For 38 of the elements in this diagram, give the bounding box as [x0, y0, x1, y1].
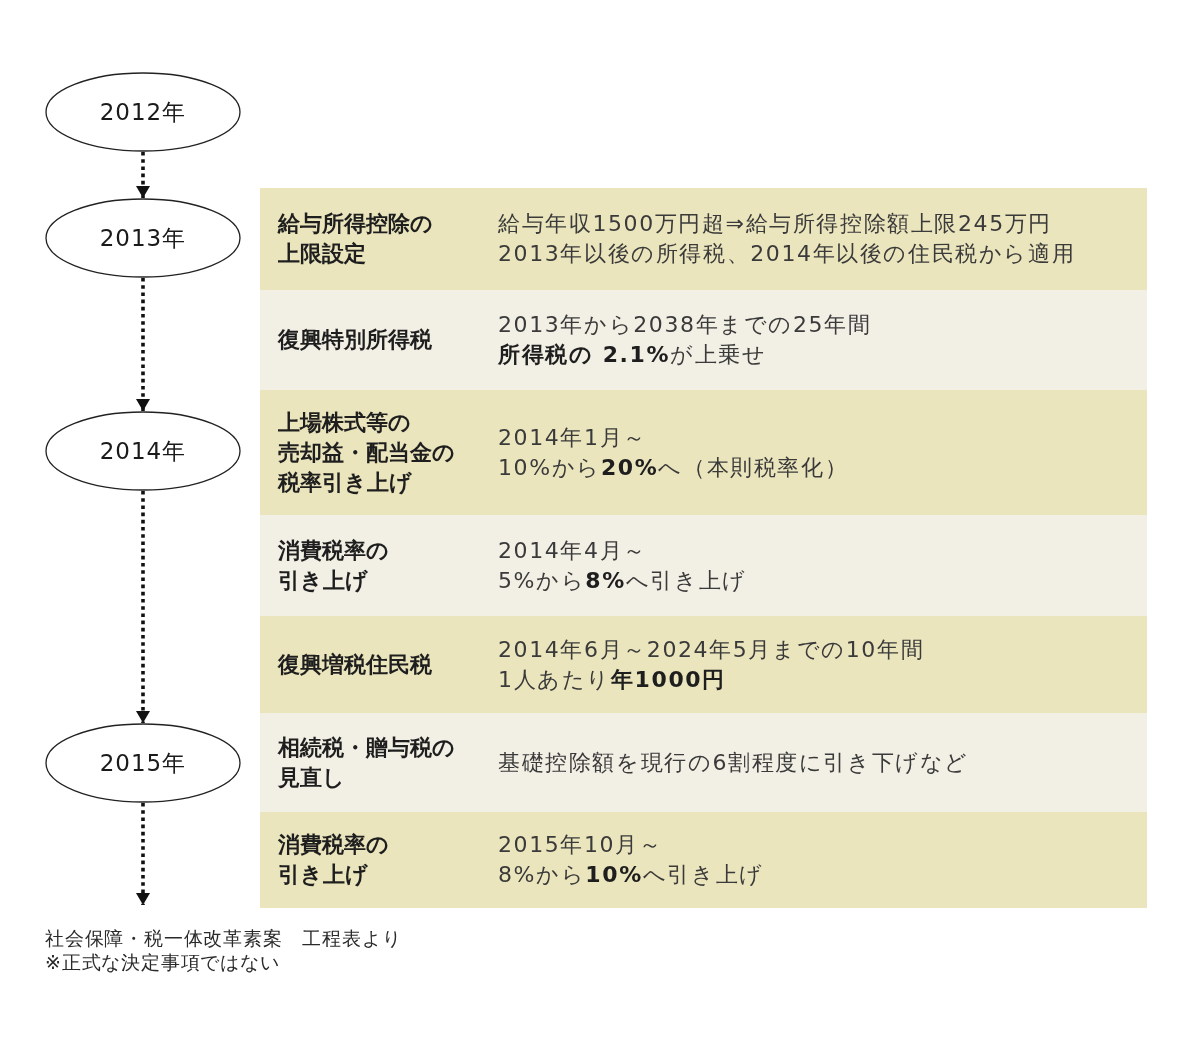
item-heading: 給与所得控除の上限設定 [278, 210, 434, 268]
item-row [260, 390, 1147, 515]
year-ellipse [45, 723, 241, 803]
item-row [260, 515, 1147, 616]
dotted-arrow [136, 278, 150, 411]
dotted-arrow [136, 491, 150, 723]
item-heading: 復興増税住民税 [278, 651, 433, 679]
year-ellipse [45, 411, 241, 491]
footnote: ※正式な決定事項ではない [45, 950, 280, 974]
item-detail: 2014年1月～ [498, 424, 647, 452]
year-label: 2012年 [99, 99, 187, 125]
year-label: 2014年 [99, 438, 187, 464]
item-heading: 上場株式等の売却益・配当金の税率引き上げ [278, 409, 456, 497]
item-detail: 所得税の 2.1%が上乗せ [498, 341, 767, 369]
year-label: 2013年 [99, 225, 187, 251]
item-detail: 2013年から2038年までの25年間 [498, 311, 872, 339]
year-label: 2015年 [99, 750, 187, 776]
item-detail: 2013年以後の所得税、2014年以後の住民税から適用 [498, 240, 1076, 268]
item-detail: 1人あたり年1000円 [498, 666, 726, 694]
item-heading: 消費税率の引き上げ [278, 537, 390, 595]
item-detail: 2014年6月～2024年5月までの10年間 [498, 636, 925, 664]
item-detail: 2015年10月～ [498, 831, 663, 859]
item-row [260, 290, 1147, 390]
footnote: 社会保障・税一体改革素案 工程表より [45, 926, 402, 950]
item-detail: 基礎控除額を現行の6割程度に引き下げなど [498, 749, 969, 777]
dotted-arrow [136, 152, 150, 198]
item-heading: 相続税・贈与税の見直し [278, 734, 456, 792]
item-heading: 消費税率の引き上げ [278, 831, 390, 889]
dotted-arrow [136, 803, 150, 905]
item-detail: 2014年4月～ [498, 537, 647, 565]
year-ellipse [45, 72, 241, 152]
item-row [260, 812, 1147, 908]
item-detail: 給与年収1500万円超⇒給与所得控除額上限245万円 [498, 210, 1052, 238]
year-ellipse [45, 198, 241, 278]
item-row [260, 188, 1147, 290]
item-row [260, 616, 1147, 713]
item-heading: 復興特別所得税 [278, 326, 433, 354]
item-row [260, 713, 1147, 812]
